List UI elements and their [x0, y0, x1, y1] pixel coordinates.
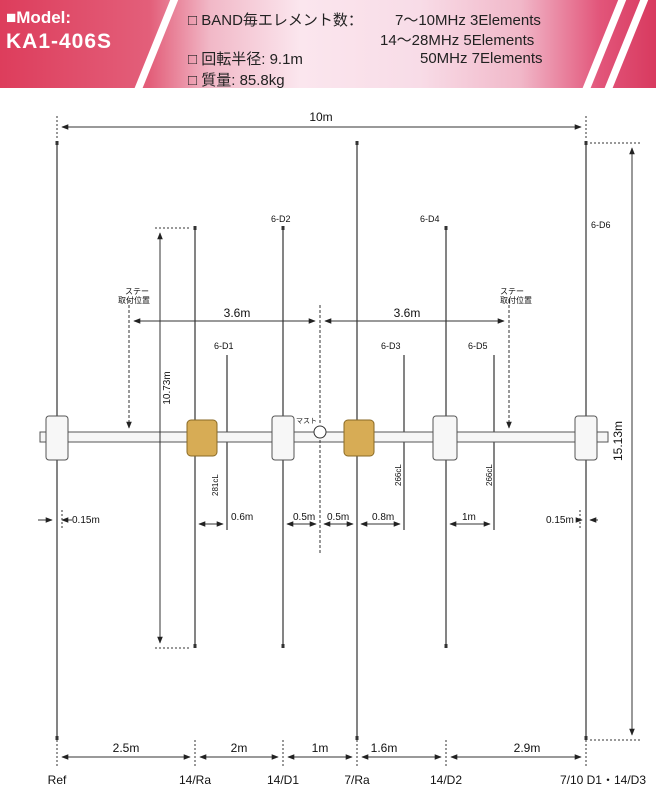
- label-6-d2: 6-D2: [271, 214, 291, 224]
- label-6-d1: 6-D1: [214, 341, 234, 351]
- small-spacing-dims: [38, 440, 598, 555]
- overall-length-label: 10m: [309, 110, 332, 124]
- dim-0-6: 0.6m: [231, 512, 253, 523]
- dim-0-5-b: 0.5m: [327, 512, 349, 523]
- mount-plates: [45, 415, 598, 461]
- dim-0-15-right: 0.15m: [546, 515, 574, 526]
- stay-label-left-2: 取付位置: [118, 295, 150, 305]
- label-6-d4: 6-D4: [420, 214, 440, 224]
- mast-circle: [313, 425, 327, 439]
- antenna-diagram: 10m 15.13m 10.73m ステー 取付位置 ステー 取付位置 3.6m…: [38, 110, 646, 787]
- dim-0-15-left: 0.15m: [72, 515, 100, 526]
- bottom-spacing-dims: [56, 740, 587, 768]
- spacing-2-5: 2.5m: [113, 741, 140, 755]
- band-7-10: 7～10MHz 3Elements: [395, 12, 541, 29]
- mast-label: マスト: [296, 417, 317, 425]
- band-14-28: 14～28MHz 5Elements: [380, 32, 535, 49]
- spacing-1: 1m: [312, 741, 329, 755]
- band-50: 50MHz 7Elements: [420, 50, 543, 67]
- dim-1m: 1m: [462, 512, 476, 523]
- short-height-label: 10.73m: [162, 371, 173, 404]
- element-tips: [55, 141, 588, 740]
- header-banner: ■Model: KA1-406S □ BAND毎エレメント数： □ 回転半径: …: [0, 0, 656, 88]
- label-6-d5: 6-D5: [468, 341, 488, 351]
- right-height-dimension: [590, 142, 640, 741]
- element-label-d3: 7/10 D1・14/D3: [560, 773, 646, 787]
- dim-0-8: 0.8m: [372, 512, 394, 523]
- span-left-label: 3.6m: [224, 306, 251, 320]
- model-label: ■Model:: [6, 8, 72, 27]
- spacing-2: 2m: [231, 741, 248, 755]
- short-height-dimension: [155, 227, 190, 649]
- header-gradient: [0, 0, 656, 88]
- element-label-14-d1: 14/D1: [267, 773, 299, 787]
- spec-weight: □ 質量: 85.8kg: [188, 72, 285, 88]
- yellow-mounts: [186, 419, 375, 457]
- label-6-d3: 6-D3: [381, 341, 401, 351]
- element-label-14-d2: 14/D2: [430, 773, 462, 787]
- spacing-1-6: 1.6m: [371, 741, 398, 755]
- dim-266cl-1: 266cL: [394, 464, 403, 486]
- span-right-label: 3.6m: [394, 306, 421, 320]
- spec-elements: □ BAND毎エレメント数：: [188, 12, 363, 29]
- stay-label-left-1: ステー: [125, 287, 149, 296]
- spacing-2-9: 2.9m: [514, 741, 541, 755]
- spec-radius: □ 回転半径: 9.1m: [188, 51, 303, 68]
- label-6-d6: 6-D6: [591, 220, 611, 230]
- element-label-ref: Ref: [48, 773, 67, 787]
- dim-281cl: 281cL: [211, 474, 220, 496]
- dim-0-5-a: 0.5m: [293, 512, 315, 523]
- stay-label-right-1: ステー: [500, 287, 524, 296]
- stay-dimensions: [126, 300, 512, 429]
- element-label-14-ra: 14/Ra: [179, 773, 211, 787]
- top-dimension: [56, 116, 587, 138]
- stay-label-right-2: 取付位置: [500, 295, 532, 305]
- height-label: 15.13m: [611, 421, 625, 461]
- element-label-7-ra: 7/Ra: [344, 773, 370, 787]
- model-name: KA1-406S: [6, 30, 113, 53]
- dim-266cl-2: 266cL: [485, 464, 494, 486]
